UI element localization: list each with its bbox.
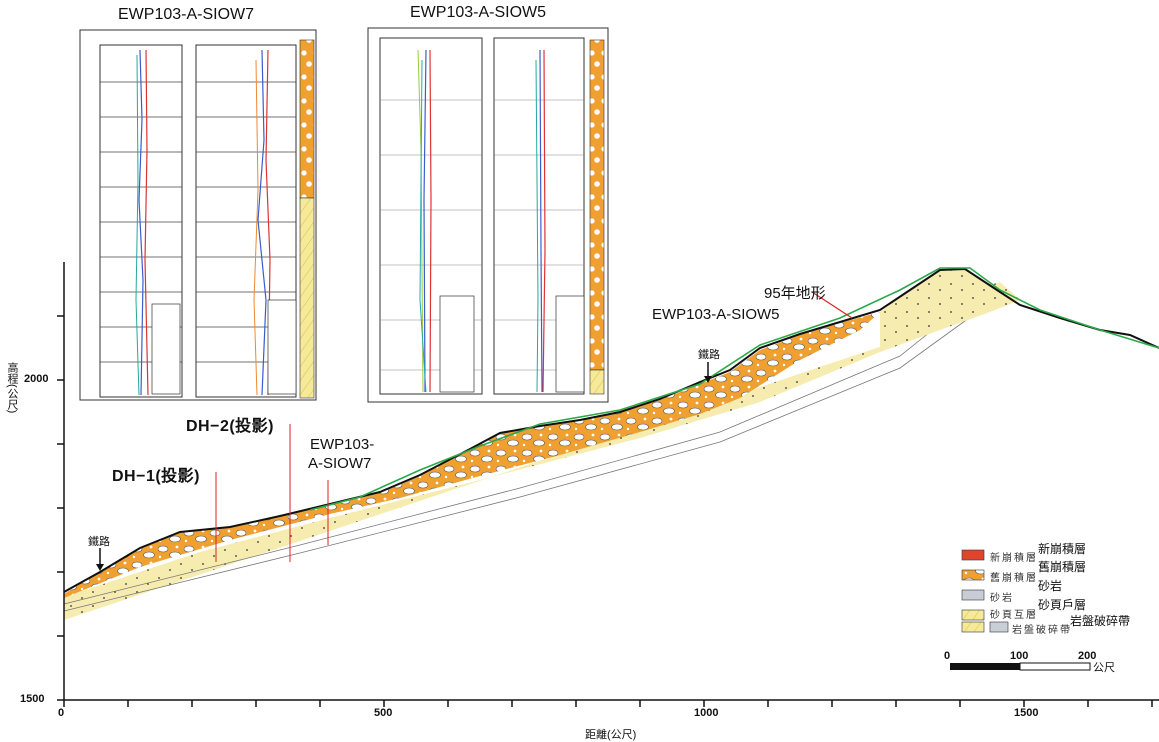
- legend-code: 舊崩積層: [990, 573, 1038, 584]
- old-colluvium-layer: [64, 312, 880, 598]
- road-left-arrowhead: [96, 564, 104, 571]
- legend-label: 舊崩積層: [1038, 560, 1087, 574]
- bedding-line-2: [63, 291, 1006, 612]
- scale-bar: [950, 662, 1091, 671]
- legend-code: 岩盤破碎帶: [1012, 625, 1072, 636]
- legend-code: 砂岩: [990, 593, 1014, 604]
- y-tick-label: 2000: [24, 373, 49, 385]
- dh2-label: DH−2(投影): [186, 418, 275, 435]
- dh1-label: DH−1(投影): [112, 468, 201, 485]
- legend-label: 新崩積層: [1038, 542, 1087, 556]
- x-tick-label: 500: [374, 707, 393, 719]
- inset-siow7-title: EWP103-A-SIOW7: [118, 6, 255, 23]
- x-tick-label: 1000: [694, 707, 719, 719]
- x-tick-label: 1500: [1014, 707, 1039, 719]
- ewp7-label-line2: A-SIOW7: [308, 455, 372, 472]
- legend-label: 砂頁戶層: [1038, 598, 1087, 612]
- terrain-95-line: [309, 267, 1159, 511]
- y-tick-label: 1500: [20, 693, 45, 705]
- x-axis-label: 距離(公尺): [585, 729, 637, 741]
- road-right-arrowhead: [704, 376, 712, 383]
- ewp7-label-line1: EWP103-: [310, 436, 375, 453]
- legend-code: 砂頁互層: [990, 610, 1038, 621]
- scale-unit: 公尺: [1093, 662, 1115, 674]
- y-axis-ticks: [57, 315, 64, 701]
- bedding-line-1: [63, 283, 991, 605]
- inset-siow5: [367, 27, 609, 403]
- y-axis-label: 高程(公尺): [6, 362, 18, 414]
- x-tick-label: 0: [58, 707, 65, 719]
- terrain95-leader: [811, 291, 853, 319]
- legend-code: 新崩積層: [990, 553, 1038, 564]
- inset-siow7: [79, 29, 317, 401]
- inset-siow5-title: EWP103-A-SIOW5: [410, 4, 547, 21]
- ewp5-label: EWP103-A-SIOW5: [652, 306, 780, 323]
- scale-tick: 100: [1010, 650, 1029, 662]
- upper-bedrock: [880, 270, 1020, 352]
- x-axis-ticks: [63, 700, 1153, 707]
- road-right-label: 鐵路: [698, 349, 720, 361]
- legend: [961, 549, 1009, 633]
- legend-label: 岩盤破碎帶: [1070, 614, 1131, 628]
- sandstone-shale-layer: [64, 282, 1020, 620]
- legend-label: 砂岩: [1038, 579, 1063, 593]
- scale-tick: 200: [1078, 650, 1097, 662]
- terrain95-label: 95年地形: [764, 285, 826, 302]
- scale-tick: 0: [944, 650, 951, 662]
- road-left-label: 鐵路: [88, 536, 110, 548]
